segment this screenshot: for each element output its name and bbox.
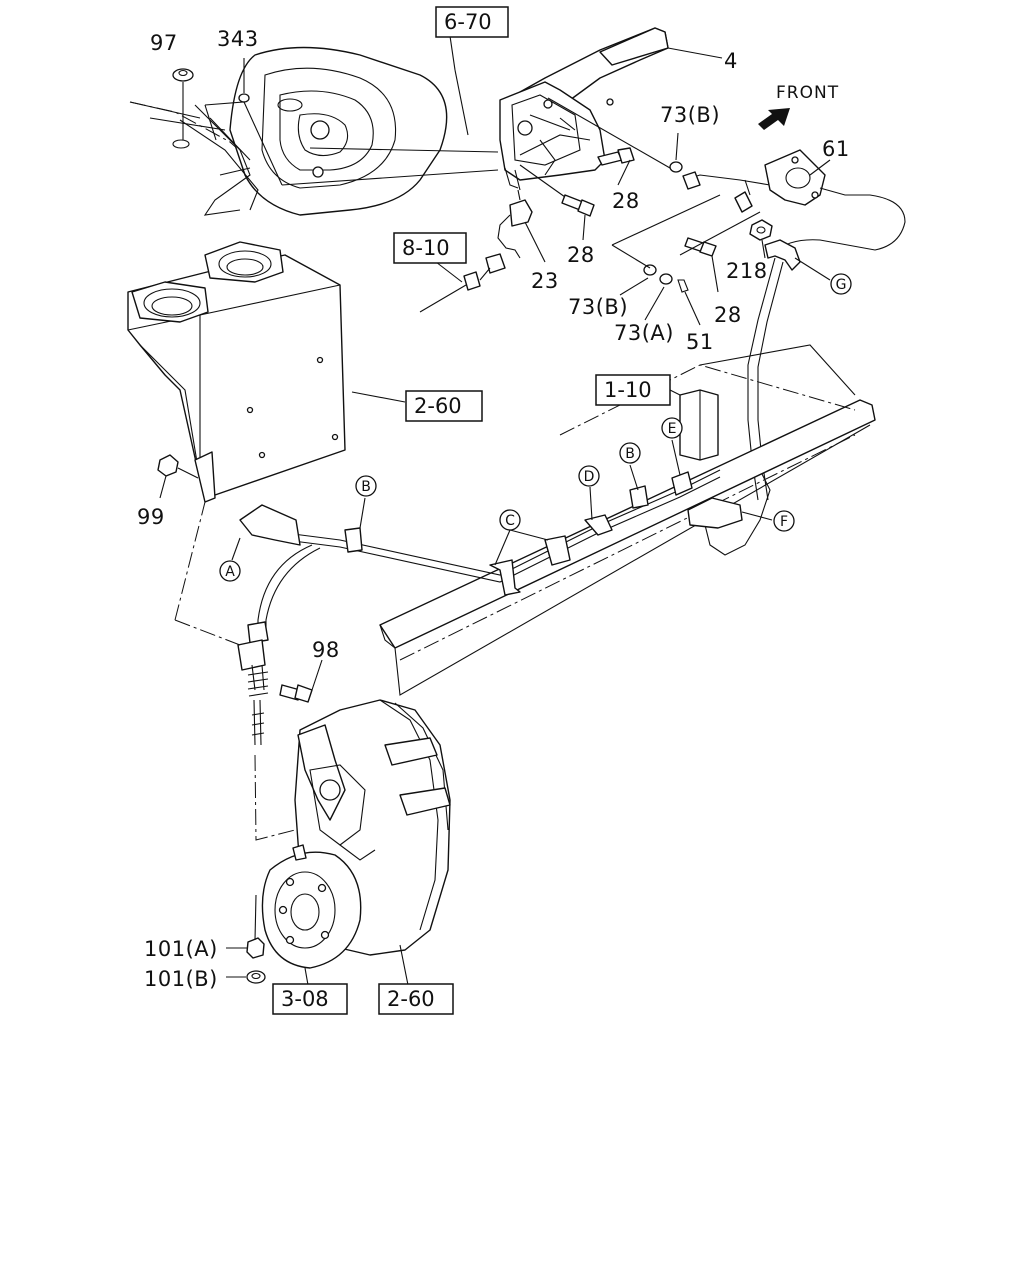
bracket-a bbox=[231, 504, 301, 561]
ref-box-3-08[interactable]: 3-08 bbox=[272, 983, 348, 1015]
ref-box-1-10[interactable]: 1-10 bbox=[595, 374, 671, 406]
nut-101b bbox=[226, 970, 266, 984]
label-101a: 101(A) bbox=[144, 937, 218, 961]
ref-box-6-70[interactable]: 6-70 bbox=[435, 6, 509, 38]
callout-d: D bbox=[578, 465, 600, 487]
label-61: 61 bbox=[822, 137, 850, 161]
clamp-b-left bbox=[344, 497, 366, 553]
label-218: 218 bbox=[726, 259, 768, 283]
bolt-28-c bbox=[684, 237, 719, 293]
callout-g: G bbox=[830, 273, 852, 295]
washer-73b-bottom bbox=[619, 264, 657, 296]
label-343: 343 bbox=[217, 27, 259, 51]
bolt-98 bbox=[279, 659, 323, 703]
bracket-c bbox=[489, 529, 571, 596]
ref-6-70-text: 6-70 bbox=[444, 10, 492, 34]
callout-c-text: C bbox=[505, 513, 515, 529]
label-28-b: 28 bbox=[567, 243, 595, 267]
callout-b-left-text: B bbox=[361, 479, 371, 495]
callout-g-text: G bbox=[836, 277, 847, 293]
callout-f: F bbox=[773, 510, 795, 532]
label-28-c: 28 bbox=[714, 303, 742, 327]
label-73b-top: 73(B) bbox=[660, 103, 720, 127]
bracket-f bbox=[687, 497, 773, 529]
ref-2-60-bottom-text: 2-60 bbox=[387, 987, 435, 1011]
callout-b-right-text: B bbox=[625, 446, 635, 462]
ref-8-10-text: 8-10 bbox=[402, 236, 450, 260]
nut-99 bbox=[157, 454, 199, 499]
ref-box-2-60-bottom[interactable]: 2-60 bbox=[378, 983, 454, 1015]
callout-a: A bbox=[219, 560, 241, 582]
ref-box-8-10[interactable]: 8-10 bbox=[393, 232, 467, 264]
label-28-a: 28 bbox=[612, 189, 640, 213]
clamp-b-right bbox=[629, 464, 649, 509]
switch-23 bbox=[497, 169, 546, 263]
console-box bbox=[127, 241, 406, 503]
nut-101a bbox=[226, 894, 265, 959]
label-73a: 73(A) bbox=[614, 321, 674, 345]
transmission-drum bbox=[261, 699, 451, 986]
callout-e-text: E bbox=[668, 421, 677, 437]
label-23: 23 bbox=[531, 269, 559, 293]
grommet-97 bbox=[172, 68, 194, 149]
ref-1-10-text: 1-10 bbox=[604, 378, 652, 402]
bracket-e bbox=[671, 439, 693, 496]
callout-f-text: F bbox=[780, 514, 788, 530]
washer-73a bbox=[644, 273, 673, 321]
front-label: FRONT bbox=[776, 83, 839, 103]
callout-b-right: B bbox=[619, 442, 641, 464]
washer-73b-top bbox=[669, 132, 683, 173]
parking-brake-lever-4 bbox=[499, 27, 723, 189]
bolt-28-a bbox=[597, 147, 635, 186]
ref-2-60-top-text: 2-60 bbox=[414, 394, 462, 418]
nut-218 bbox=[749, 219, 773, 259]
label-99: 99 bbox=[137, 505, 165, 529]
bracket-d bbox=[584, 486, 613, 536]
ref-box-2-60-top[interactable]: 2-60 bbox=[405, 390, 483, 422]
brake-cable-front bbox=[257, 469, 721, 630]
pin-51 bbox=[677, 279, 701, 326]
label-51: 51 bbox=[686, 330, 714, 354]
label-73b-bottom: 73(B) bbox=[568, 295, 628, 319]
cable-bracket-61 bbox=[682, 149, 906, 253]
bolt-28-b bbox=[519, 164, 595, 241]
front-arrow-indicator bbox=[758, 108, 790, 130]
callout-b-left: B bbox=[355, 475, 377, 497]
connector-8-10 bbox=[419, 253, 506, 313]
label-101b: 101(B) bbox=[144, 967, 218, 991]
label-4: 4 bbox=[724, 49, 738, 73]
callout-a-text: A bbox=[225, 564, 235, 580]
cable-end-assembly bbox=[174, 501, 296, 841]
cab-floor-panel bbox=[129, 46, 448, 216]
label-97: 97 bbox=[150, 31, 178, 55]
ref-3-08-text: 3-08 bbox=[281, 987, 329, 1011]
label-98: 98 bbox=[312, 638, 340, 662]
callout-c: C bbox=[499, 509, 521, 531]
plug-343 bbox=[204, 58, 283, 186]
clip-g bbox=[764, 239, 831, 281]
callout-e: E bbox=[661, 417, 683, 439]
callout-d-text: D bbox=[584, 469, 595, 485]
